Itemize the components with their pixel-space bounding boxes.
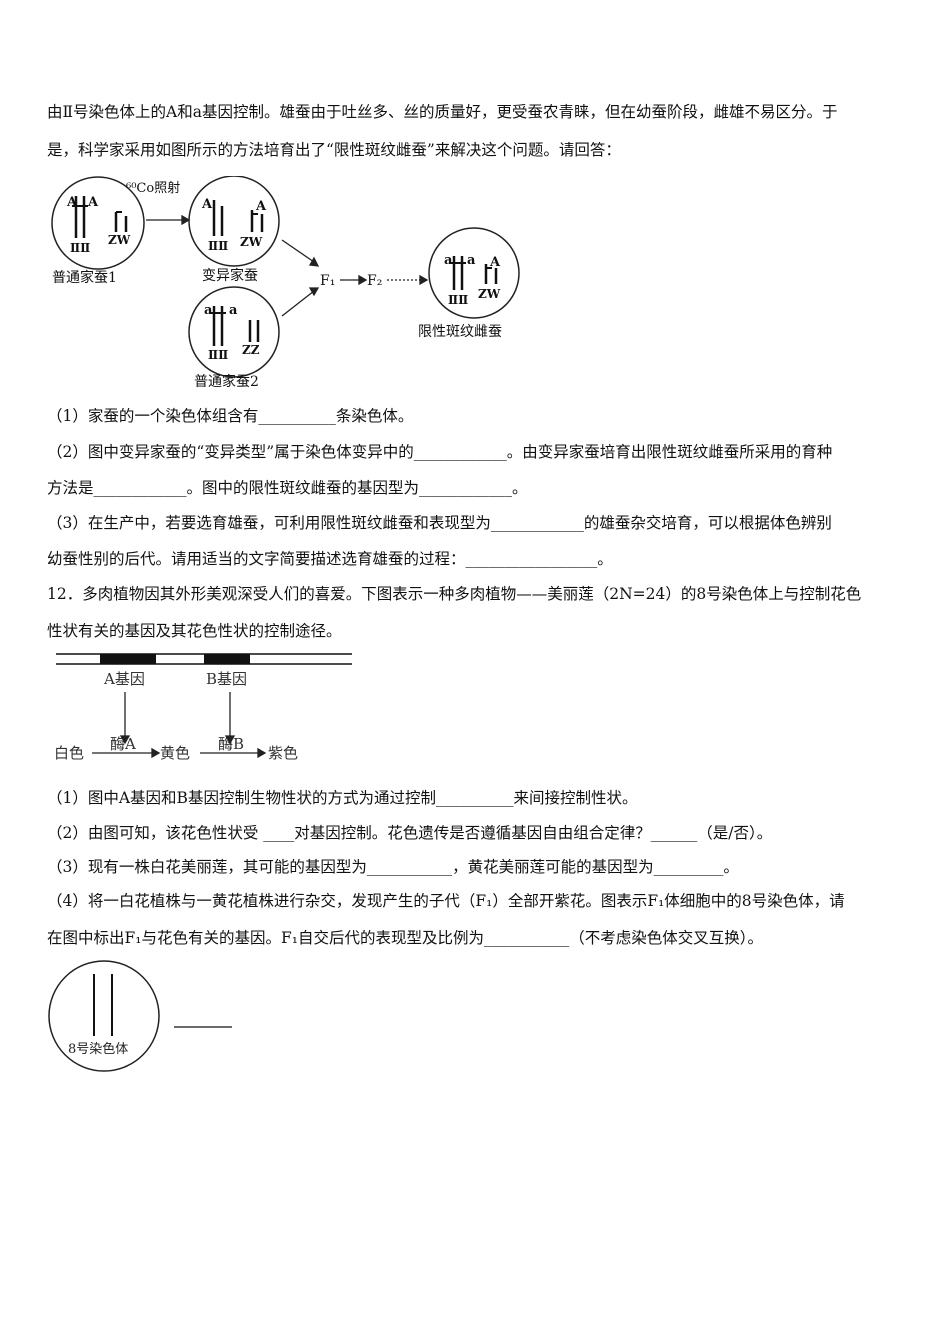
silkworm2-cell (188, 286, 280, 378)
chr-II-label: ⅡⅡ (448, 293, 468, 307)
q11-question1: （1）家蚕的一个染色体组含有__________条染色体。 (47, 407, 414, 425)
silkworm2-label: 普通家蚕2 (194, 373, 259, 390)
q11-question2-line2: 方法是____________。图中的限性斑纹雌蚕的基因型为__________… (47, 479, 528, 497)
q11-intro-line2: 是，科学家采用如图所示的方法培育出了“限性斑纹雌蚕”来解决这个问题。请回答： (47, 141, 621, 159)
silkworm-breeding-diagram: A A A A a a a a A ⅡⅡ ZW ⅡⅡ ZW ⅡⅡ ZZ ⅡⅡ Z… (51, 176, 520, 390)
gene-B-label: B基因 (206, 670, 247, 688)
q11-question3-line2: 幼蚕性别的后代。请用适当的文字简要描述选育雄蚕的过程：_____________… (47, 550, 613, 568)
gene-label: a (467, 253, 476, 268)
female-cell (428, 227, 520, 319)
female-label: 限性斑纹雌蚕 (418, 324, 502, 340)
gene-label: A (66, 195, 78, 210)
gene-label: A (255, 199, 267, 214)
yellow-label: 黄色 (160, 744, 190, 762)
gene-label: a (204, 303, 213, 318)
flower-color-pathway-diagram: A基因 B基因 白色 酶A 黄色 酶B 紫色 (54, 653, 352, 762)
f1-label: F₁ (320, 273, 335, 289)
q12-question4-line2: 在图中标出F₁与花色有关的基因。F₁自交后代的表现型及比例为__________… (47, 929, 763, 947)
zz-label: ZZ (242, 343, 260, 357)
q11-intro-line1: 由Ⅱ号染色体上的A和a基因控制。雄蚕由于吐丝多、丝的质量好，更受蚕农青睐，但在幼… (47, 103, 838, 121)
q12-question3: （3）现有一株白花美丽莲，其可能的基因型为___________，黄花美丽莲可能… (47, 858, 739, 876)
silkworm1-cell (51, 176, 145, 270)
mutant-label: 变异家蚕 (202, 267, 258, 284)
q12-intro-line1: 12．多肉植物因其外形美观深受人们的喜爱。下图表示一种多肉植物——美丽莲（2N=… (47, 585, 862, 603)
gene-label: A (201, 197, 213, 212)
gene-B-band (204, 654, 250, 664)
chr-II-label: ⅡⅡ (208, 239, 228, 253)
q12-question2: （2）由图可知，该花色性状受 ____对基因控制。花色遗传是否遵循基因自由组合定… (47, 824, 773, 842)
gene-A-label: A基因 (103, 670, 145, 688)
chromosome8-cell-diagram: 8号染色体 (48, 960, 232, 1072)
zw-label: ZW (108, 233, 131, 247)
gene-label: A (87, 195, 99, 210)
q11-question2-line1: （2）图中变异家蚕的“变异类型”属于染色体变异中的____________。由变… (47, 443, 833, 461)
chromosome8-label: 8号染色体 (68, 1041, 128, 1057)
q12-intro-line2: 性状有关的基因及其花色性状的控制途径。 (47, 622, 342, 640)
q12-question1: （1）图中A基因和B基因控制生物性状的方式为通过控制__________来间接控… (47, 789, 638, 807)
mutant-cell (188, 176, 280, 267)
enzyme-B-label: 酶B (218, 735, 244, 753)
enzyme-A-label: 酶A (110, 735, 136, 753)
gene-label: a (444, 253, 453, 268)
zw-label: ZW (478, 287, 501, 301)
purple-label: 紫色 (268, 744, 298, 762)
f2-label: F₂ (367, 273, 382, 289)
white-label: 白色 (54, 744, 84, 762)
irradiation-label: ⁶⁰Co照射 (126, 180, 180, 196)
zw-label: ZW (240, 235, 263, 249)
cell-circle (48, 960, 160, 1072)
gene-label: A (489, 255, 501, 270)
q12-question4-line1: （4）将一白花植株与一黄花植株进行杂交，发现产生的子代（F₁）全部开紫花。图表示… (47, 892, 845, 910)
silkworm1-label: 普通家蚕1 (52, 269, 117, 286)
chr-II-label: ⅡⅡ (208, 348, 228, 362)
gene-label: a (229, 303, 238, 318)
gene-A-band (100, 654, 156, 664)
q11-question3-line1: （3）在生产中，若要选育雄蚕，可利用限性斑纹雌蚕和表现型为___________… (47, 514, 832, 532)
chr-II-label: ⅡⅡ (70, 241, 90, 255)
